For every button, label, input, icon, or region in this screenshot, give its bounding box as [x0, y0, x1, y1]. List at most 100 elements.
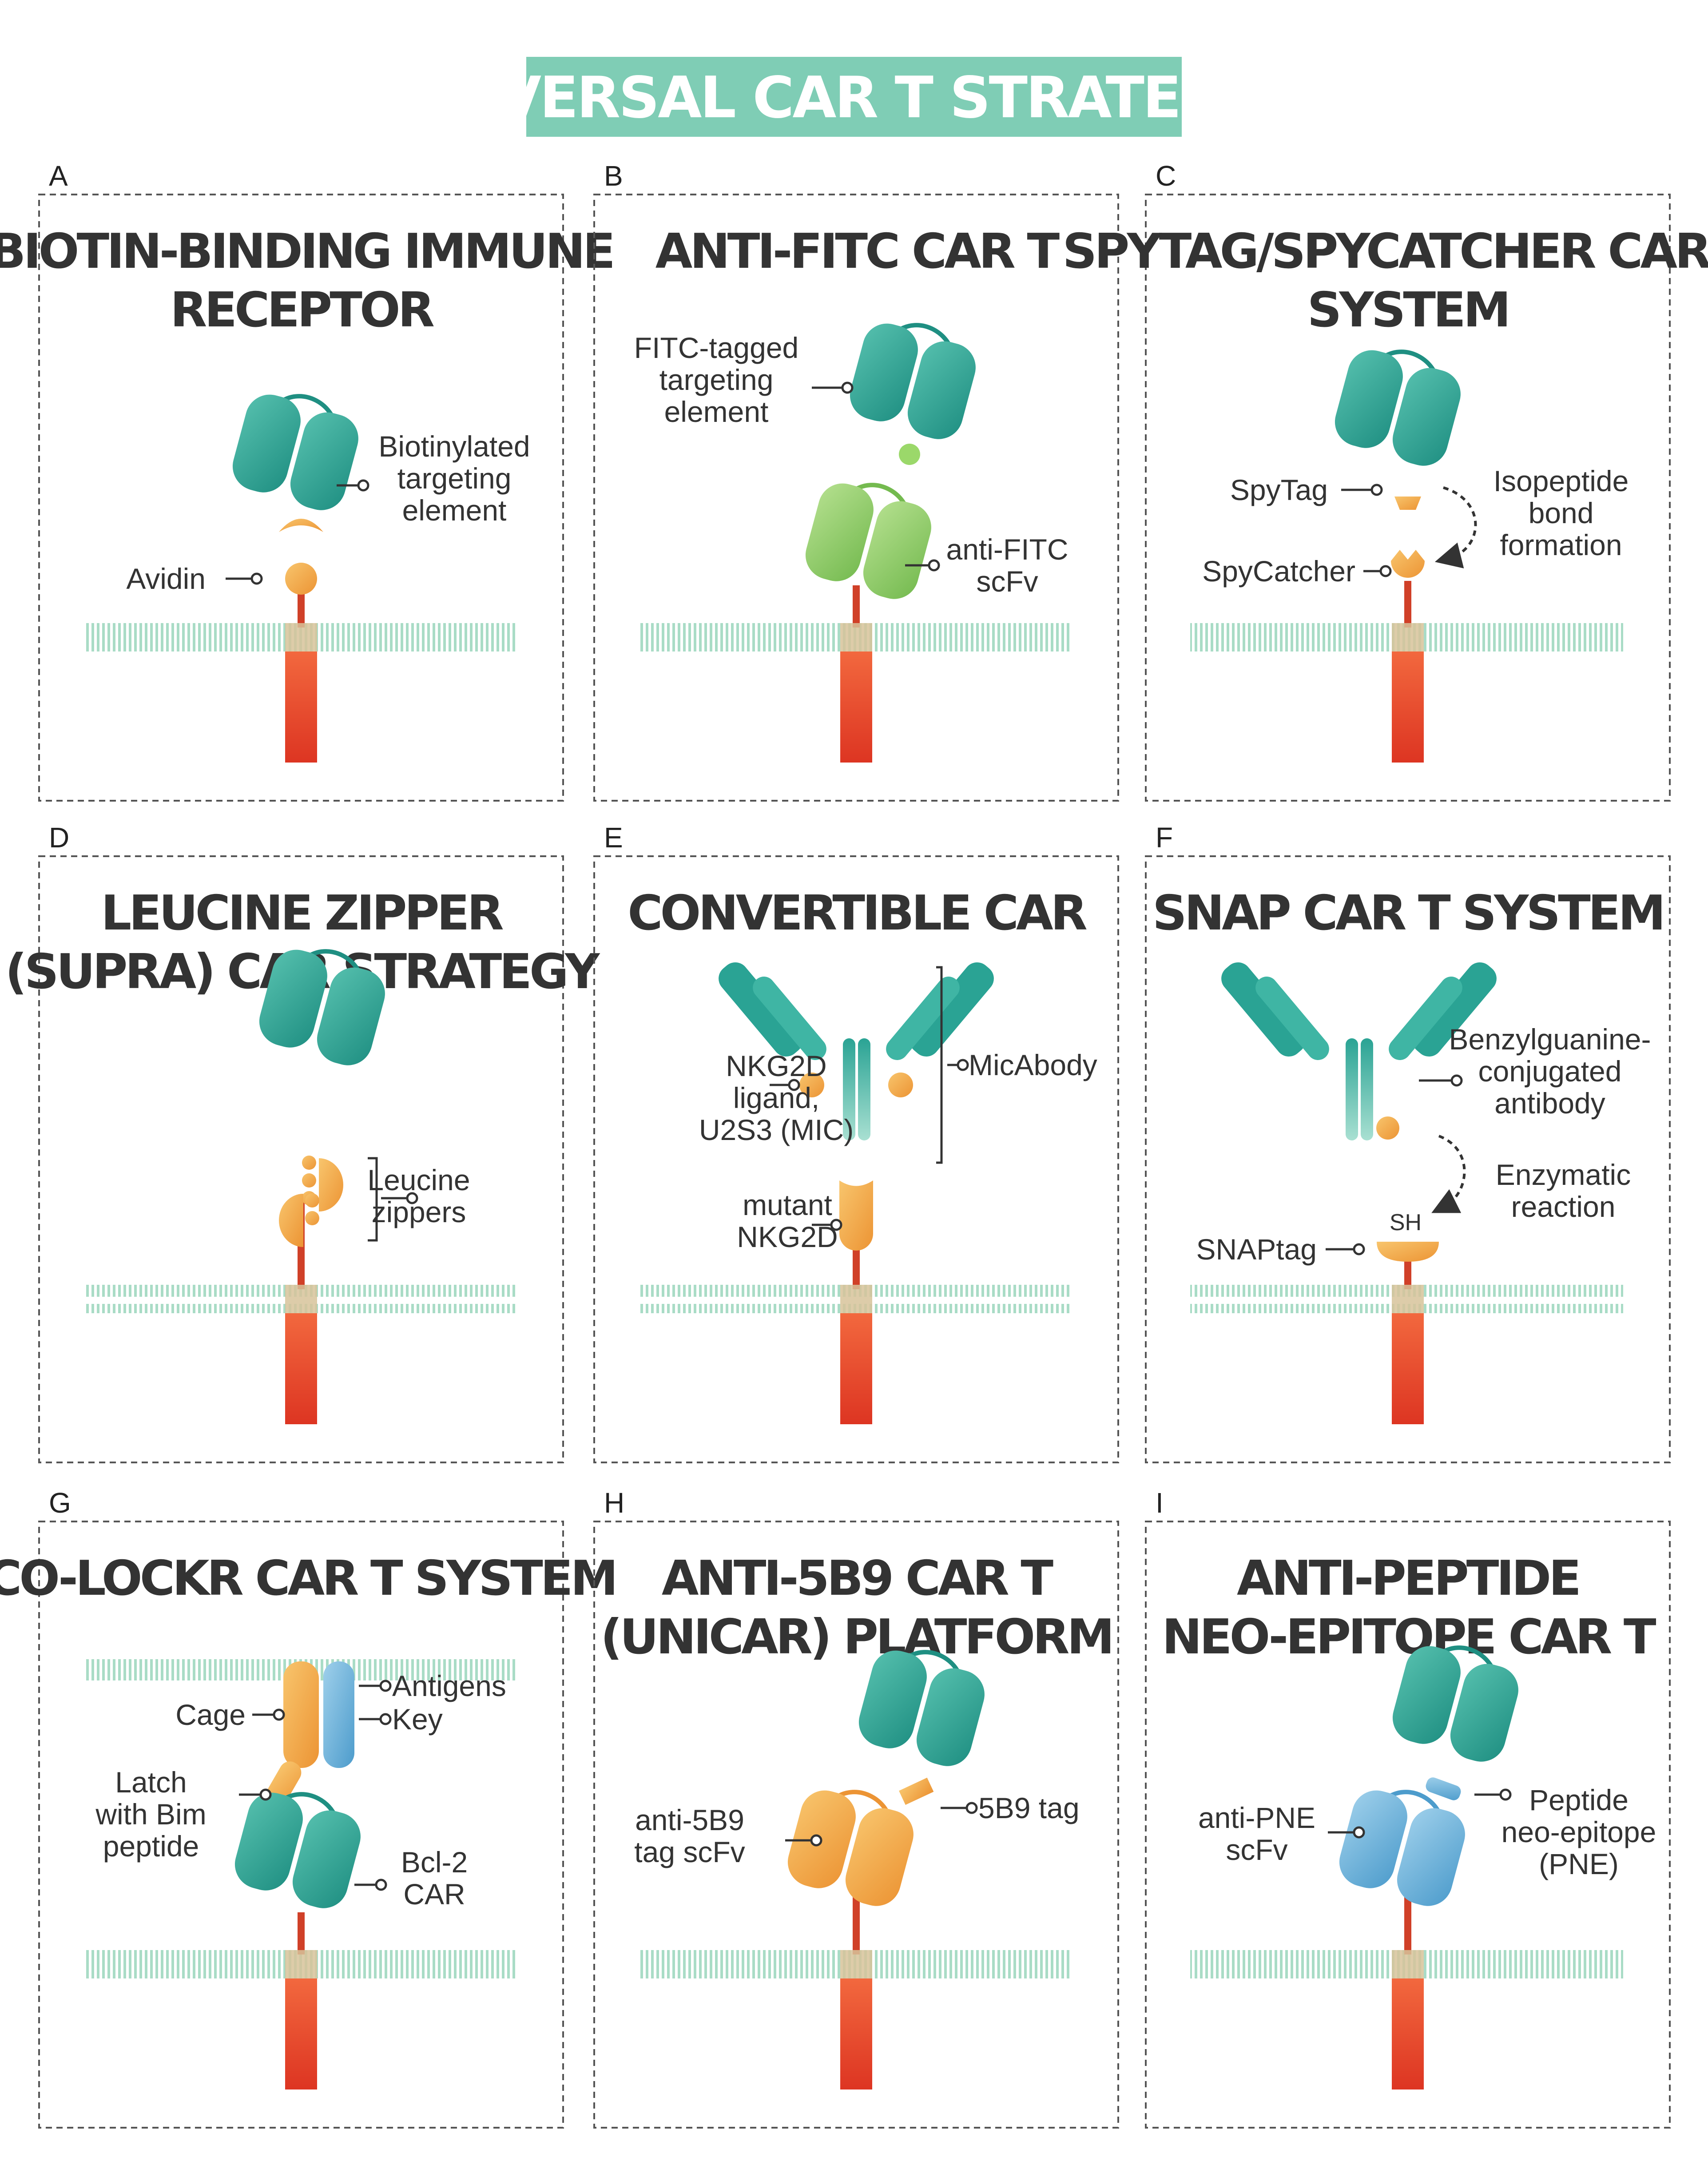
- transmembrane-domain: [1392, 623, 1424, 651]
- panel-title: CO-LOCKR CAR T SYSTEM: [0, 1551, 616, 1606]
- zipper-knob: [305, 1193, 319, 1208]
- transmembrane-domain: [1392, 1950, 1424, 1978]
- intracellular-signaling-domain: [285, 651, 317, 763]
- panel-letter: E: [604, 822, 623, 854]
- zipper-scfv: [259, 949, 385, 1065]
- figure-title: UNIVERSAL CAR T STRATEGIES: [388, 65, 1320, 131]
- label-spytag: SpyTag: [1230, 473, 1328, 506]
- panel-border: [38, 855, 564, 1463]
- label-key: Key: [392, 1703, 443, 1736]
- intracellular-signaling-domain: [840, 1313, 872, 1424]
- anti-pne-scfv: [1339, 1790, 1465, 1906]
- spycatcher: [1391, 550, 1425, 578]
- label-bcl2: Bcl-2: [401, 1846, 468, 1879]
- label-anti-fitc: anti-FITC: [946, 533, 1068, 566]
- label-benzylguanine: antibody: [1494, 1087, 1605, 1120]
- leader-dot: [810, 1834, 822, 1847]
- transmembrane-domain: [840, 1285, 872, 1313]
- fitc-tagged-scfv: [850, 323, 976, 439]
- intracellular-signaling-domain: [840, 651, 872, 763]
- label-mutant-nkg2d: NKG2D: [737, 1220, 838, 1253]
- label-biotinylated: element: [402, 494, 507, 527]
- label-anti-5b9: tag scFv: [634, 1835, 745, 1868]
- nkg2d-ligand: [799, 1073, 824, 1097]
- car-hinge: [853, 1890, 860, 1954]
- key: [323, 1661, 354, 1768]
- anti-5b9-scfv: [787, 1790, 914, 1906]
- benzylguanine-antibody: [1221, 962, 1497, 1140]
- label-latch: Latch: [115, 1766, 187, 1799]
- transmembrane-domain: [285, 1285, 317, 1313]
- panel-letter: G: [49, 1487, 71, 1519]
- panel-border: [38, 1521, 564, 2129]
- intracellular-signaling-domain: [1392, 1313, 1424, 1424]
- label-leucine-zippers: zippers: [372, 1196, 466, 1228]
- panel-letter: I: [1156, 1487, 1164, 1519]
- intracellular-signaling-domain: [1392, 1978, 1424, 2089]
- cage: [283, 1661, 319, 1768]
- 5b9-targeting-element: [858, 1650, 985, 1766]
- label-nkg2d-ligand: ligand,: [733, 1081, 820, 1114]
- label-anti-5b9: anti-5B9: [635, 1803, 744, 1836]
- label-antigens: Antigens: [392, 1669, 506, 1702]
- leader-dot: [273, 1708, 285, 1721]
- label-avidin: Avidin: [126, 562, 206, 595]
- label-5b9-tag: 5B9 tag: [978, 1792, 1080, 1824]
- intracellular-signaling-domain: [285, 1313, 317, 1424]
- panel-border: [593, 1521, 1119, 2129]
- label-cage: Cage: [175, 1698, 246, 1731]
- transmembrane-domain: [840, 623, 872, 651]
- leader-dot: [375, 1879, 387, 1891]
- biotin: [279, 519, 323, 532]
- micabody-bracket: [936, 966, 943, 1164]
- leader-dot: [788, 1079, 800, 1091]
- label-spycatcher: SpyCatcher: [1202, 555, 1355, 588]
- panel-border: [1145, 194, 1671, 802]
- label-fitc-tagged: targeting: [659, 363, 774, 396]
- zipper-bracket: [368, 1157, 378, 1242]
- panel-border: [1145, 1521, 1671, 2129]
- leucine-zipper-upper: [319, 1158, 343, 1212]
- label-nkg2d-ligand: NKG2D: [726, 1049, 826, 1082]
- title-banner: [526, 57, 1182, 137]
- spytag-scfv: [1335, 350, 1461, 466]
- car-hinge: [1404, 1890, 1411, 1954]
- label-enzymatic: Enzymatic: [1496, 1158, 1631, 1191]
- panel-title: ANTI-FITC CAR T: [655, 224, 1060, 279]
- isopeptide-arrow: [1434, 486, 1477, 568]
- panel-title: (UNICAR) PLATFORM: [600, 1609, 1112, 1665]
- label-mutant-nkg2d: mutant: [743, 1188, 832, 1221]
- leader-dot: [841, 381, 854, 394]
- label-enzymatic: reaction: [1511, 1190, 1616, 1223]
- leader-dot: [1353, 1243, 1365, 1255]
- label-latch: with Bim: [95, 1798, 206, 1831]
- label-micabody: MicAbody: [969, 1049, 1097, 1081]
- leader-dot: [1353, 1826, 1365, 1839]
- label-anti-fitc: scFv: [976, 565, 1038, 598]
- panel-border: [1145, 855, 1671, 1463]
- label-fitc-tagged: element: [664, 395, 769, 428]
- panel-letter: A: [49, 160, 68, 192]
- zipper-knob: [302, 1156, 316, 1170]
- label-benzylguanine: conjugated: [1478, 1055, 1622, 1088]
- panel-title: ANTI-5B9 CAR T: [662, 1551, 1053, 1606]
- snaptag: [1377, 1242, 1439, 1262]
- car-hinge: [298, 1912, 305, 1954]
- panel-border: [593, 194, 1119, 802]
- panel-letter: F: [1156, 822, 1173, 854]
- spytag: [1394, 497, 1421, 510]
- panel-title: BIOTIN-BINDING IMMUNE: [0, 224, 613, 279]
- label-pne: (PNE): [1539, 1847, 1619, 1880]
- leader-dot: [1379, 565, 1392, 577]
- label-pne: neo-epitope: [1501, 1815, 1656, 1848]
- leader-dot: [379, 1713, 392, 1725]
- enzymatic-arrow: [1431, 1135, 1466, 1213]
- intracellular-signaling-domain: [1392, 651, 1424, 763]
